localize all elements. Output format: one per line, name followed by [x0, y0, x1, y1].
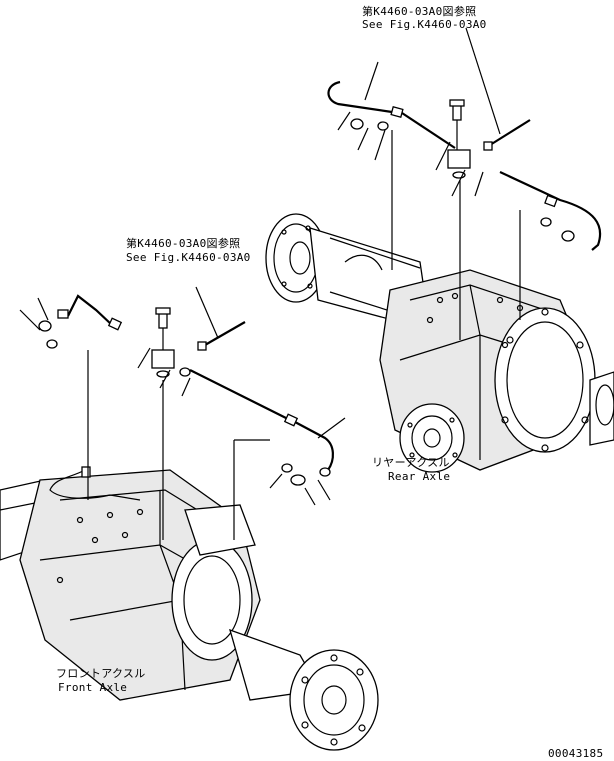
front-output-flange — [289, 649, 379, 751]
rear-right-housing-flange — [494, 307, 596, 453]
mid-reference-en: See Fig.K4460-03A0 — [126, 251, 251, 264]
rear-pinion-flange — [399, 403, 465, 473]
mid-reference-jp: 第K4460-03A0図参照 — [126, 236, 240, 250]
front-brake-pipe-assembly — [19, 286, 346, 540]
top-reference-en: See Fig.K4460-03A0 — [362, 18, 487, 31]
front-axle-label-en: Front Axle — [58, 681, 127, 694]
rear-brake-pipe-assembly — [327, 27, 602, 340]
front-axle-assembly — [0, 469, 379, 751]
drawing-number: 00043185 — [548, 747, 603, 760]
rear-axle-label-en: Rear Axle — [388, 470, 450, 483]
top-reference-jp: 第K4460-03A0図参照 — [362, 4, 476, 18]
rear-axle-label-jp: リヤーアクスル — [372, 456, 450, 469]
front-axle-label-jp: フロントアクスル — [56, 667, 146, 680]
rear-axle-assembly — [265, 213, 614, 473]
